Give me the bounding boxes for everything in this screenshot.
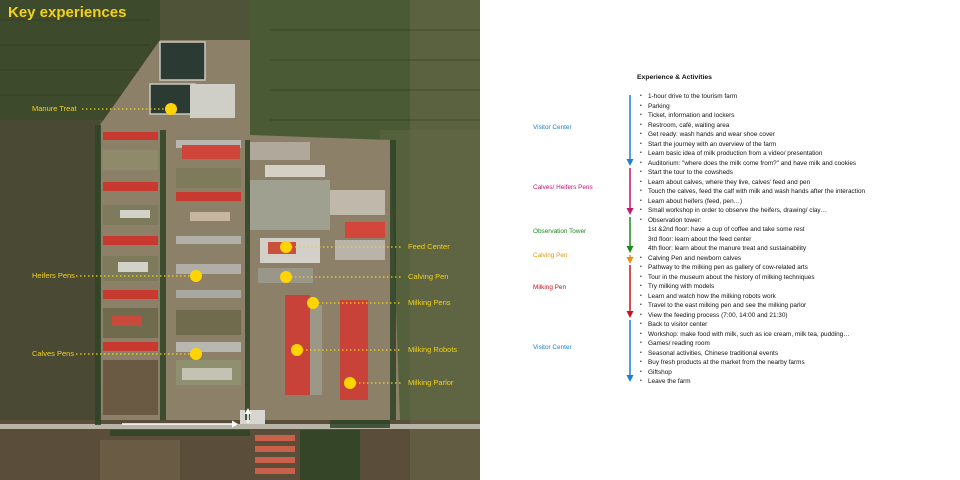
label-feed-center: Feed Center [408,242,450,251]
activity-item: Learn about heifers (feed, pen…) [640,197,742,206]
marker-milking-parlor[interactable] [344,377,356,389]
phase-calves-heifers-pens: Calves/ Heifers Pens [533,184,593,191]
phase-calving-pen: Calving Pen [533,252,568,259]
arrow-milking-pen [626,265,634,318]
label-calving-pen: Calving Pen [408,272,449,281]
activity-item: Games/ reading room [640,339,710,348]
phase-observation-tower: Observation Tower [533,228,587,235]
activity-item: 4th floor: learn about the manure treat … [648,245,807,252]
marker-feed-center[interactable] [280,241,292,253]
activity-item: Parking [640,102,670,111]
activity-item: Auditorium: "where does the milk come fr… [640,159,856,168]
activity-item: Get ready: wash hands and wear shoe cove… [640,130,775,139]
activity-item: Touch the calves, feed the calf with mil… [640,187,865,196]
activity-item: 1-hour drive to the tourism farm [640,92,737,101]
activity-item: Tour in the museum about the history of … [640,273,815,282]
label-calves-pens: Calves Pens [32,349,75,358]
marker-calves-pens[interactable] [190,348,202,360]
north-arrowhead [244,408,252,414]
label-milking-pens: Milking Pens [408,298,451,307]
activity-item: View the feeding process (7:00, 14:00 an… [640,311,787,320]
activity-item: 1st &2nd floor: have a cup of coffee and… [648,226,805,233]
activity-item: Calving Pen and newborn calves [640,254,741,263]
panel-title: Experience & Activities [637,74,712,81]
map-title: Key experiences [8,4,127,21]
label-milking-robots: Milking Robots [408,345,458,354]
activity-item: Ticket, information and lockers [640,111,734,120]
phase-milking-pen: Milking Pen [533,284,567,291]
activity-item: Small workshop in order to observe the h… [640,206,827,215]
experience-panel: Experience & Activities Visitor Center C… [480,0,960,480]
activity-item: Observation tower: [640,216,702,225]
activity-item: Giftshop [640,368,672,377]
activity-item: Try milking with models [640,282,714,291]
activity-item: Pathway to the milking pen as gallery of… [640,263,808,272]
label-heifers-pens: Heifers Pens [32,271,75,280]
activity-item: Learn about calves, where they live, cal… [640,178,810,187]
arrow-visitor-center-start [626,95,634,166]
activity-item: Restroom, café, waiting area [640,121,729,130]
activity-item: Back to visitor center [640,320,707,329]
satellite-image [0,0,480,480]
aerial-map: Key experiences Manure Treat Heifers Pen… [0,0,480,480]
phase-visitor-center-start: Visitor Center [533,124,572,131]
marker-milking-pens[interactable] [307,297,319,309]
entry-arrowhead [232,420,238,428]
arrow-calves-heifers-pens [626,168,634,215]
activity-item: 3rd floor: learn about the feed center [648,235,752,243]
activity-item: Workshop: make food with milk, such as i… [640,330,850,339]
label-milking-parlor: Milking Parlor [408,378,454,387]
activity-item: Start the journey with an overview of th… [640,140,776,149]
label-manure-treat: Manure Treat [32,104,77,113]
marker-heifers-pens[interactable] [190,270,202,282]
arrow-visitor-center-end [626,320,634,382]
marker-milking-robots[interactable] [291,344,303,356]
activity-item: Learn basic idea of milk production from… [640,149,822,158]
arrow-calving-pen [626,255,634,264]
activity-item: Seasonal activities, Chinese traditional… [640,349,778,358]
marker-manure-treat[interactable] [165,103,177,115]
phase-visitor-center-end: Visitor Center [533,344,572,351]
activity-item: Learn and watch how the milking robots w… [640,292,776,301]
activity-item: Travel to the east milking pen and see t… [640,301,806,310]
activity-item: Leave the farm [640,377,691,386]
activity-item: Buy fresh products at the market from th… [640,358,805,367]
arrow-observation-tower [626,217,634,253]
marker-calving-pen[interactable] [280,271,292,283]
activity-item: Start the tour to the cowsheds [640,168,733,177]
